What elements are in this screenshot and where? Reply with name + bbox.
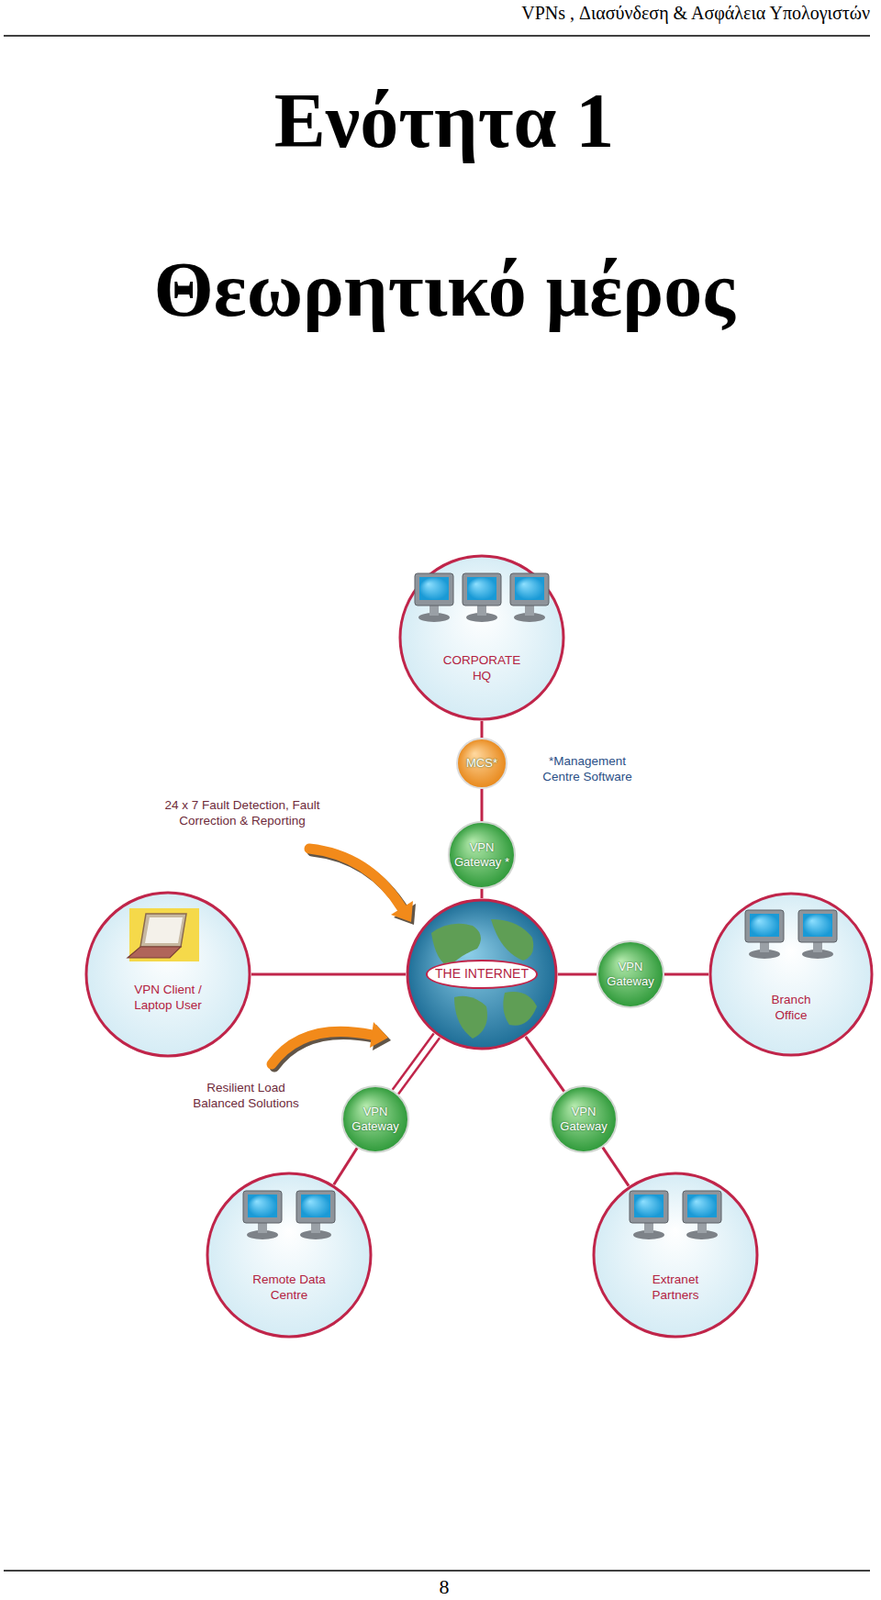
callout-arrow: [309, 848, 416, 926]
gateway-circle: VPN Gateway: [549, 1085, 618, 1154]
footer-rule: [3, 1570, 870, 1573]
link-line: [602, 1148, 629, 1187]
gateway-circle: VPN Gateway *: [447, 821, 516, 890]
section-title: Ενότητα 1: [274, 78, 615, 164]
computer-icon: [745, 910, 784, 960]
node-outline: [591, 1171, 759, 1339]
link-stroke: [480, 721, 484, 738]
computer-icon: [462, 573, 502, 623]
callout-label: 24 x 7 Fault Detection, Fault Correction…: [164, 798, 321, 830]
computer-icon: [629, 1191, 669, 1240]
node-text: VPN Gateway: [602, 959, 659, 991]
link-line: [334, 1148, 357, 1185]
link-line: [525, 1037, 565, 1093]
callout-label: Resilient Load Balanced Solutions: [190, 1081, 302, 1113]
computer-icon: [243, 1191, 282, 1240]
node-outline: [398, 554, 566, 722]
node-text: VPN Gateway *: [453, 840, 511, 871]
node-text: VPN Gateway: [346, 1104, 404, 1136]
page-number: 8: [439, 1574, 450, 1600]
link-stroke: [480, 889, 484, 899]
link-line: [664, 974, 709, 976]
node-text: Remote Data Centre: [246, 1272, 332, 1305]
node-outline: [205, 1171, 373, 1339]
node-text: Branch Office: [758, 992, 824, 1025]
link-stroke: [664, 973, 709, 977]
laptop-icon: [127, 908, 200, 962]
node-label: VPN Gateway: [555, 1104, 613, 1136]
gateway-circle: VPN Gateway: [341, 1085, 410, 1154]
link-line: [392, 1034, 440, 1095]
node-label: VPN Gateway *: [453, 840, 511, 871]
computer-icon: [510, 573, 549, 623]
node-label: VPN Gateway: [346, 1104, 404, 1136]
link-stroke: [392, 1034, 435, 1091]
site-circle: CORPORATE HQ: [398, 554, 566, 722]
node-label: VPN Gateway: [602, 959, 659, 991]
node-outline: [84, 891, 252, 1059]
node-text: CORPORATE HQ: [440, 653, 524, 685]
link-stroke: [602, 1148, 629, 1187]
link-line: [481, 789, 483, 822]
node-label: Remote Data Centre: [246, 1272, 332, 1305]
node-outline: [708, 892, 874, 1058]
internet-globe: THE INTERNET: [405, 898, 558, 1051]
header-rule: [3, 34, 870, 37]
node-text: MCS*: [457, 756, 507, 771]
link-line: [481, 889, 483, 899]
node-label: Extranet Partners: [640, 1272, 711, 1305]
node-text: VPN Gateway: [555, 1104, 613, 1136]
site-circle: Remote Data Centre: [205, 1171, 373, 1339]
node-text: VPN Client / Laptop User: [130, 982, 206, 1015]
computer-icon: [798, 910, 837, 960]
node-label: Branch Office: [758, 992, 824, 1025]
node-label: THE INTERNET: [425, 959, 538, 990]
link-line: [557, 974, 597, 976]
link-line: [251, 974, 406, 976]
site-circle: VPN Client / Laptop User: [84, 891, 252, 1059]
link-stroke: [334, 1148, 357, 1185]
link-line: [481, 721, 483, 738]
node-label: CORPORATE HQ: [440, 653, 524, 685]
node-label: VPN Client / Laptop User: [130, 982, 206, 1015]
node-label: MCS*: [457, 756, 507, 771]
link-stroke: [251, 973, 406, 977]
node-text: THE INTERNET: [434, 966, 529, 983]
site-circle: Extranet Partners: [591, 1171, 759, 1339]
link-stroke: [398, 1037, 440, 1094]
management-circle: MCS*: [456, 737, 508, 790]
computer-icon: [682, 1191, 722, 1240]
gateway-circle: VPN Gateway: [596, 940, 665, 1009]
running-header: VPNs , Διασύνδεση & Ασφάλεια Υπολογιστών: [521, 1, 870, 25]
computer-icon: [296, 1191, 335, 1240]
link-stroke: [480, 789, 484, 822]
link-stroke: [557, 973, 597, 977]
node-text: Extranet Partners: [640, 1272, 711, 1305]
footnote-label: *Management Centre Software: [532, 754, 643, 786]
section-subtitle: Θεωρητικό μέρος: [153, 247, 735, 333]
link-stroke: [525, 1037, 565, 1093]
site-circle: Branch Office: [708, 892, 874, 1058]
computer-icon: [414, 573, 454, 623]
callout-arrow: [271, 1022, 391, 1068]
